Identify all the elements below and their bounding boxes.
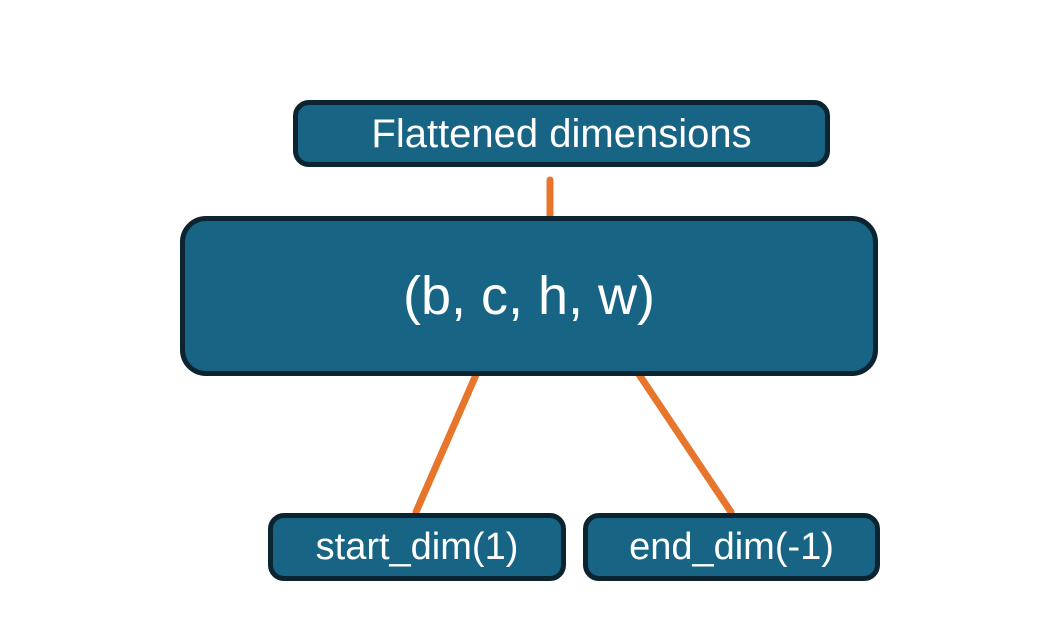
flattened-dimensions-box[interactable]: Flattened dimensions [293,100,830,167]
start-dim-label: start_dim(1) [315,526,519,568]
flattened-dimensions-label: Flattened dimensions [371,111,752,156]
start-dim-box[interactable]: start_dim(1) [268,513,566,581]
end-dim-label: end_dim(-1) [629,526,834,568]
tensor-shape-box[interactable]: (b, c, h, w) [180,216,878,376]
end-dim-box[interactable]: end_dim(-1) [583,513,880,581]
tensor-shape-label: (b, c, h, w) [402,266,656,326]
